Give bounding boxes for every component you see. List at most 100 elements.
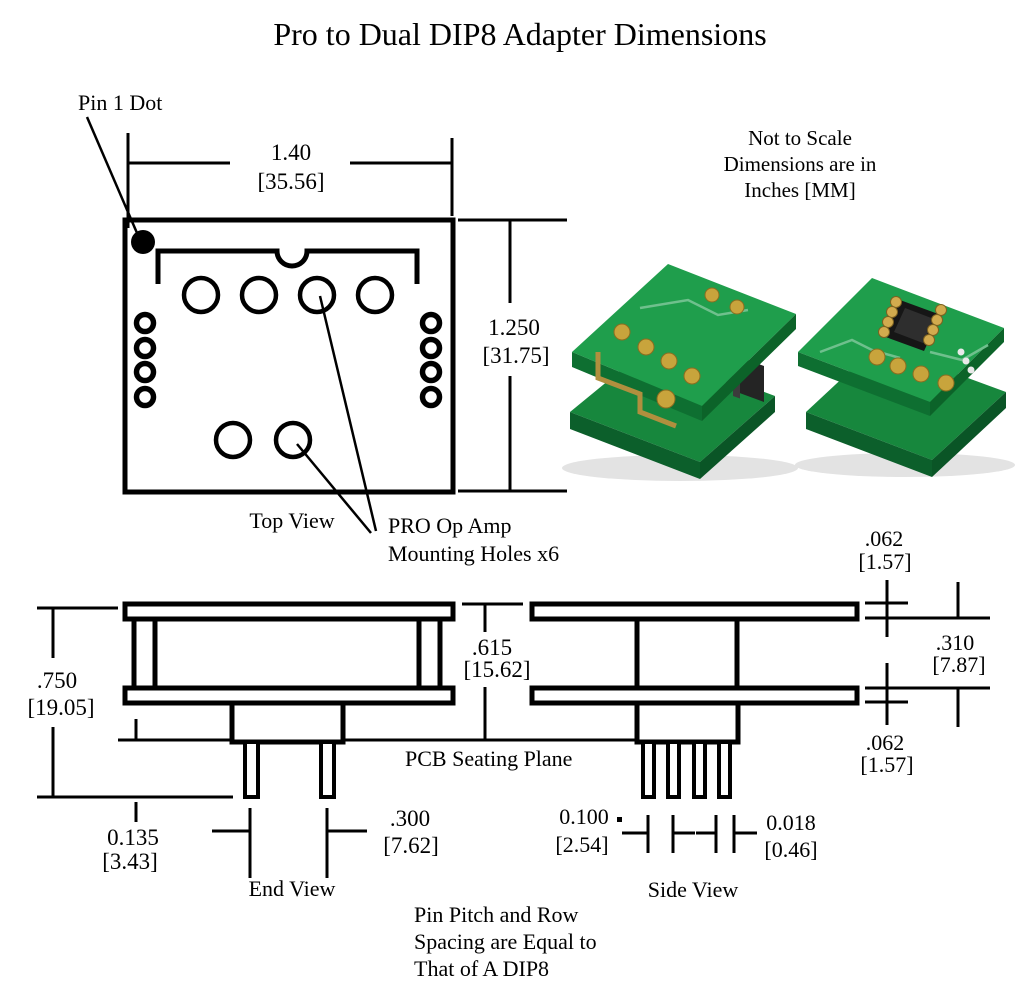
pcb-top-edge	[702, 314, 796, 421]
pin-pad	[133, 336, 157, 360]
footer-note-line1: Pin Pitch and Row	[414, 902, 579, 927]
dim-end-view-body-height: .615 [15.62]	[462, 602, 531, 740]
pcb-bottom-edge	[932, 392, 1006, 477]
footer-note: Pin Pitch and Row Spacing are Equal to T…	[414, 902, 597, 981]
pcb-bottom-edge	[806, 412, 932, 477]
pcb-bottom-edge	[700, 396, 775, 479]
dim-value-inches: .750	[37, 668, 77, 693]
solder-pad	[868, 348, 886, 366]
socket-pin	[935, 304, 947, 316]
silkscreen-dot	[962, 357, 970, 365]
solder-pad	[912, 365, 930, 383]
mounting-hole	[239, 275, 279, 315]
dim-value-inches: .062	[865, 526, 904, 551]
dim-side-view-board-gap: .310 [7.87]	[932, 582, 986, 727]
socket-pin	[927, 324, 939, 336]
pcb-trace	[819, 338, 901, 360]
silkscreen-dot	[967, 366, 975, 374]
silkscreen-dot	[957, 348, 965, 356]
solder-pad	[889, 357, 907, 375]
photo-adapter-left	[562, 264, 798, 481]
socket-pin	[886, 306, 898, 318]
end-view: PCB Seating Plane .750 [19.05] .615 [15.…	[27, 601, 637, 901]
solder-pad	[937, 374, 955, 392]
mounting-hole	[355, 275, 395, 315]
mounting-hole	[297, 275, 337, 315]
scale-note-line2: Dimensions are in	[724, 152, 877, 176]
dim-side-view-bottom-board-thickness: .062 [1.57]	[860, 663, 914, 777]
dim-value-mm: [0.46]	[764, 837, 817, 862]
dim-value-inches: .062	[866, 730, 905, 755]
solder-pad	[656, 389, 676, 409]
solder-pad	[729, 299, 745, 315]
solder-pad	[637, 338, 655, 356]
dim-value-mm: [1.57]	[860, 752, 913, 777]
side-view-pin	[641, 740, 656, 799]
solder-pad	[683, 367, 701, 385]
dim-value-inches: 1.250	[488, 315, 540, 340]
pin-pad	[133, 385, 157, 409]
dim-value-mm: [3.43]	[102, 849, 158, 874]
dim-end-view-row-spacing: .300 [7.62]	[212, 806, 439, 878]
pin-pad	[419, 360, 443, 384]
top-view: Pin 1 Dot PRO Op Amp Mounting Holes x6 1…	[78, 90, 567, 566]
pcb-trace	[929, 343, 989, 362]
end-view-socket-body	[229, 700, 346, 745]
dim-value-inches: .310	[936, 630, 975, 655]
dim-value-mm: [1.57]	[858, 549, 911, 574]
dim-top-view-height: 1.250 [31.75]	[458, 218, 567, 493]
solder-pad	[704, 287, 720, 303]
dim-value-mm: [35.56]	[257, 169, 324, 194]
mounting-holes-note-line2: Mounting Holes x6	[388, 541, 559, 566]
side-view-top-board	[529, 601, 860, 622]
leader-dot	[617, 817, 622, 822]
dim-value-inches: .615	[472, 635, 512, 660]
dim-value-mm: [7.62]	[383, 833, 439, 858]
side-view-socket-body	[634, 700, 741, 745]
solder-pad	[613, 323, 631, 341]
footer-note-line2: Spacing are Equal to	[414, 929, 597, 954]
dim-side-view-pin-width: 0.018 [0.46]	[696, 810, 818, 862]
pcb-top-board	[572, 264, 796, 406]
pin-pad	[419, 311, 443, 335]
side-view-pin	[666, 740, 681, 799]
dim-value-inches: .300	[390, 806, 430, 831]
end-view-label: End View	[249, 876, 336, 901]
mounting-hole	[181, 275, 221, 315]
scale-note: Not to Scale Dimensions are in Inches [M…	[724, 126, 877, 202]
dim-side-view-top-board-thickness: .062 [1.57]	[858, 526, 912, 637]
pin-pad	[133, 360, 157, 384]
scale-note-line1: Not to Scale	[748, 126, 852, 150]
socket-pin	[882, 316, 894, 328]
seating-plane-label: PCB Seating Plane	[405, 746, 572, 771]
dim-end-view-overall-height: .750 [19.05]	[27, 606, 233, 799]
dim-value-mm: [2.54]	[555, 832, 608, 857]
dim-top-view-width: 1.40 [35.56]	[126, 133, 454, 228]
dim-value-inches: 0.100	[559, 804, 609, 829]
pin-pad	[419, 385, 443, 409]
side-view-pin	[717, 740, 732, 799]
mounting-holes-leader-line	[318, 295, 378, 532]
socket-pin	[931, 314, 943, 326]
socket-pin	[890, 296, 902, 308]
mounting-hole	[213, 420, 253, 460]
photo-adapter-right	[795, 278, 1015, 477]
pcb-gold-trace	[595, 352, 677, 429]
socket-pin	[923, 334, 935, 346]
pcb-top-edge	[930, 328, 1004, 416]
side-view-pin	[692, 740, 707, 799]
pin-pad	[133, 311, 157, 335]
pin-pad	[419, 336, 443, 360]
page-title: Pro to Dual DIP8 Adapter Dimensions	[273, 16, 766, 52]
end-view-top-board	[122, 601, 456, 622]
end-view-pin	[319, 740, 336, 799]
pcb-bottom-edge	[570, 412, 700, 479]
pin1-dot	[131, 230, 155, 254]
solder-pad	[660, 352, 678, 370]
top-view-label: Top View	[249, 508, 334, 533]
dim-value-inches: 0.135	[107, 825, 159, 850]
socket-pin	[878, 326, 890, 338]
dim-value-mm: [31.75]	[482, 343, 549, 368]
